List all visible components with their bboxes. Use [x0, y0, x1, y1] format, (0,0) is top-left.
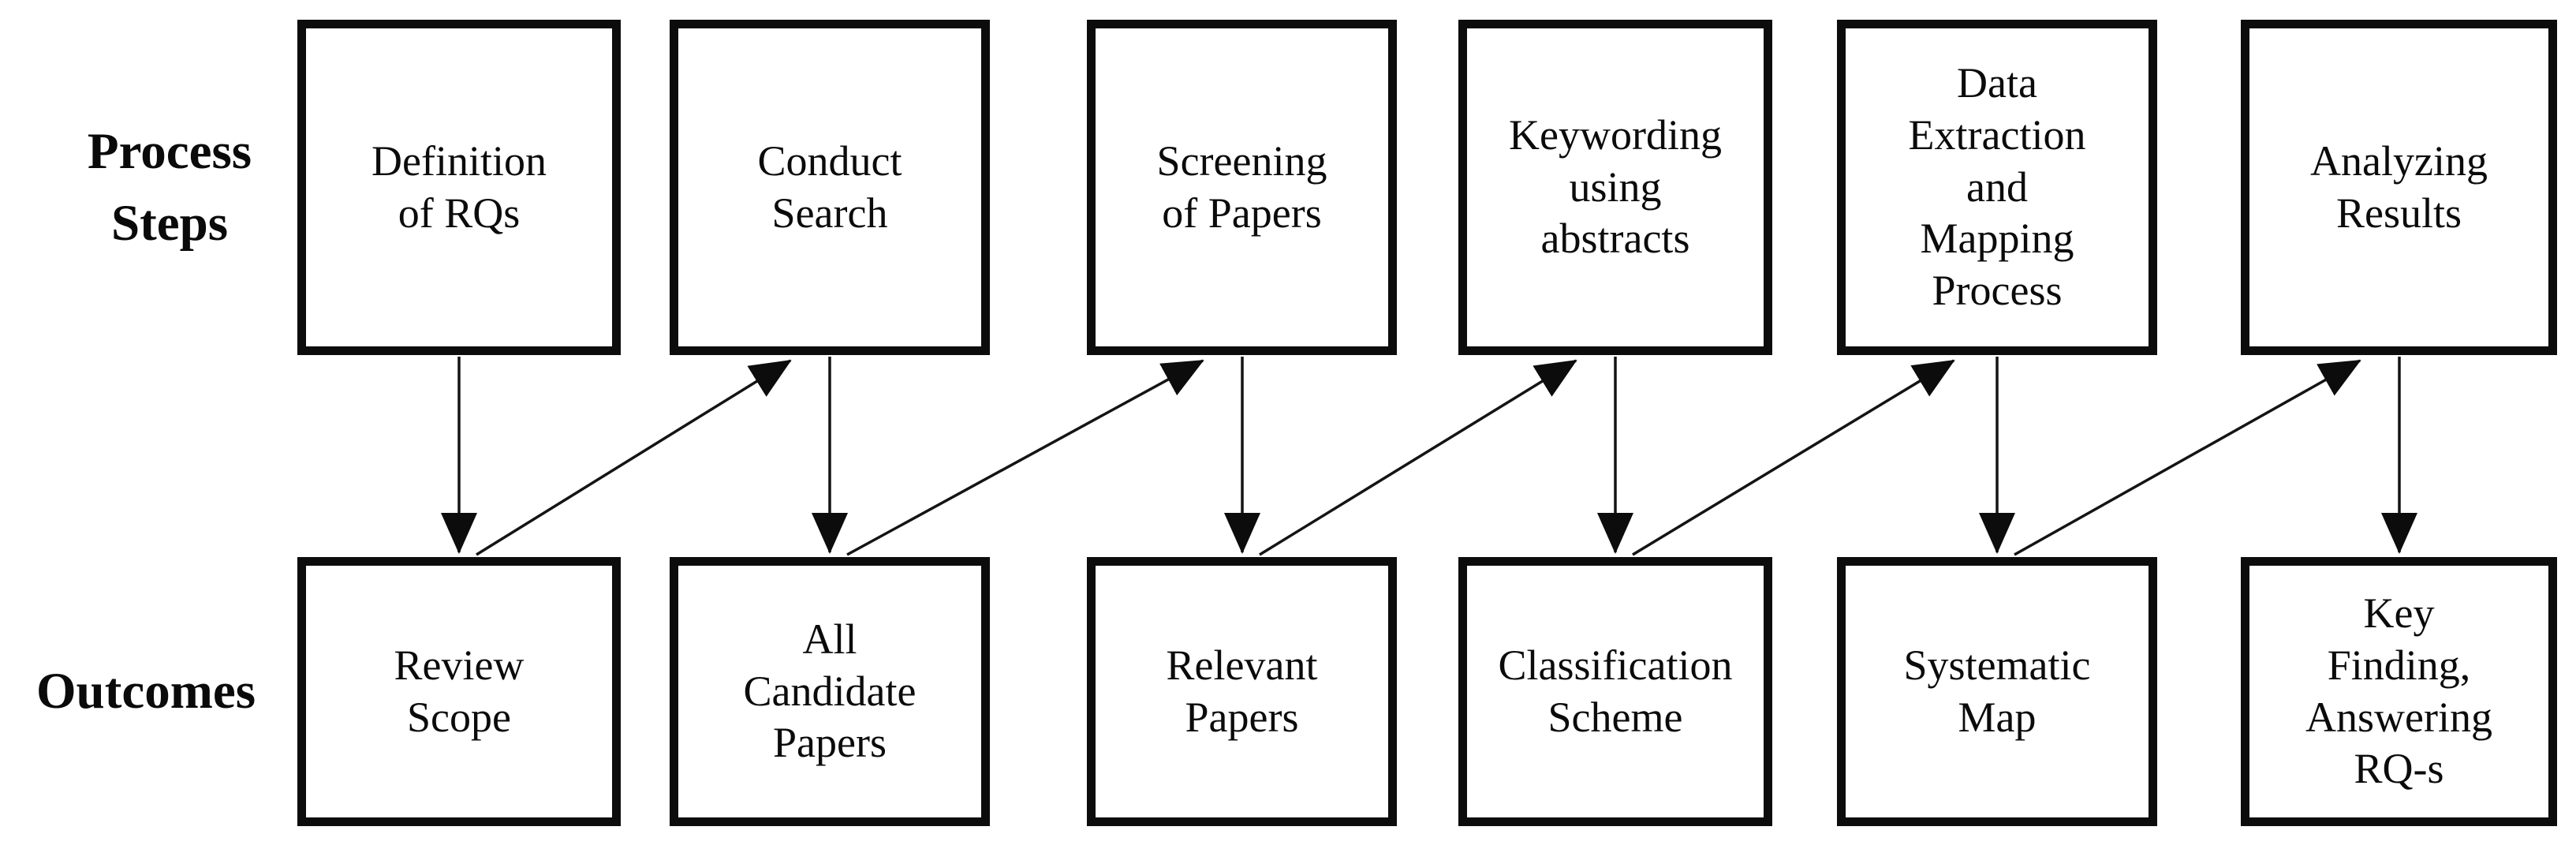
outcome-label: All Candidate Papers — [743, 615, 917, 767]
step-label: Screening of Papers — [1156, 137, 1327, 237]
outcome-label: Relevant Papers — [1166, 641, 1318, 741]
row-label-process-steps: Process Steps — [87, 122, 252, 252]
process-step-box-data-extraction: Data Extraction and Mapping Process — [1837, 20, 2157, 355]
outcome-box-classification-scheme: Classification Scheme — [1458, 557, 1772, 826]
step-label: Definition of RQs — [371, 137, 547, 237]
process-step-box-keywording: Keywording using abstracts — [1458, 20, 1772, 355]
row-label-outcomes: Outcomes — [36, 663, 256, 720]
outcome-label: Key Finding, Answering RQ-s — [2305, 589, 2492, 793]
arrow-systematic-map-to-analyzing-results — [2014, 359, 2361, 556]
process-step-box-analyzing-results: Analyzing Results — [2241, 20, 2557, 355]
arrow-review-scope-to-conduct-search — [476, 359, 792, 556]
step-label: Keywording using abstracts — [1509, 110, 1722, 263]
outcome-label: Classification Scheme — [1498, 641, 1733, 741]
arrow-all-candidate-papers-to-screening-of-papers — [846, 359, 1204, 556]
step-label: Analyzing Results — [2310, 137, 2488, 237]
outcome-box-review-scope: Review Scope — [297, 557, 621, 826]
step-label: Conduct Search — [757, 137, 902, 237]
step-label: Data Extraction and Mapping Process — [1908, 58, 2086, 315]
outcome-box-key-finding: Key Finding, Answering RQ-s — [2241, 557, 2557, 826]
outcome-box-relevant-papers: Relevant Papers — [1087, 557, 1397, 826]
arrow-classification-scheme-to-data-extraction — [1632, 359, 1955, 556]
outcome-box-systematic-map: Systematic Map — [1837, 557, 2157, 826]
process-step-box-screening-of-papers: Screening of Papers — [1087, 20, 1397, 355]
outcome-label: Systematic Map — [1903, 641, 2091, 741]
process-step-box-conduct-search: Conduct Search — [670, 20, 990, 355]
process-step-box-definition-of-rqs: Definition of RQs — [297, 20, 621, 355]
arrow-relevant-papers-to-keywording — [1259, 359, 1577, 556]
outcome-label: Review Scope — [394, 641, 525, 741]
outcome-box-all-candidate-papers: All Candidate Papers — [670, 557, 990, 826]
